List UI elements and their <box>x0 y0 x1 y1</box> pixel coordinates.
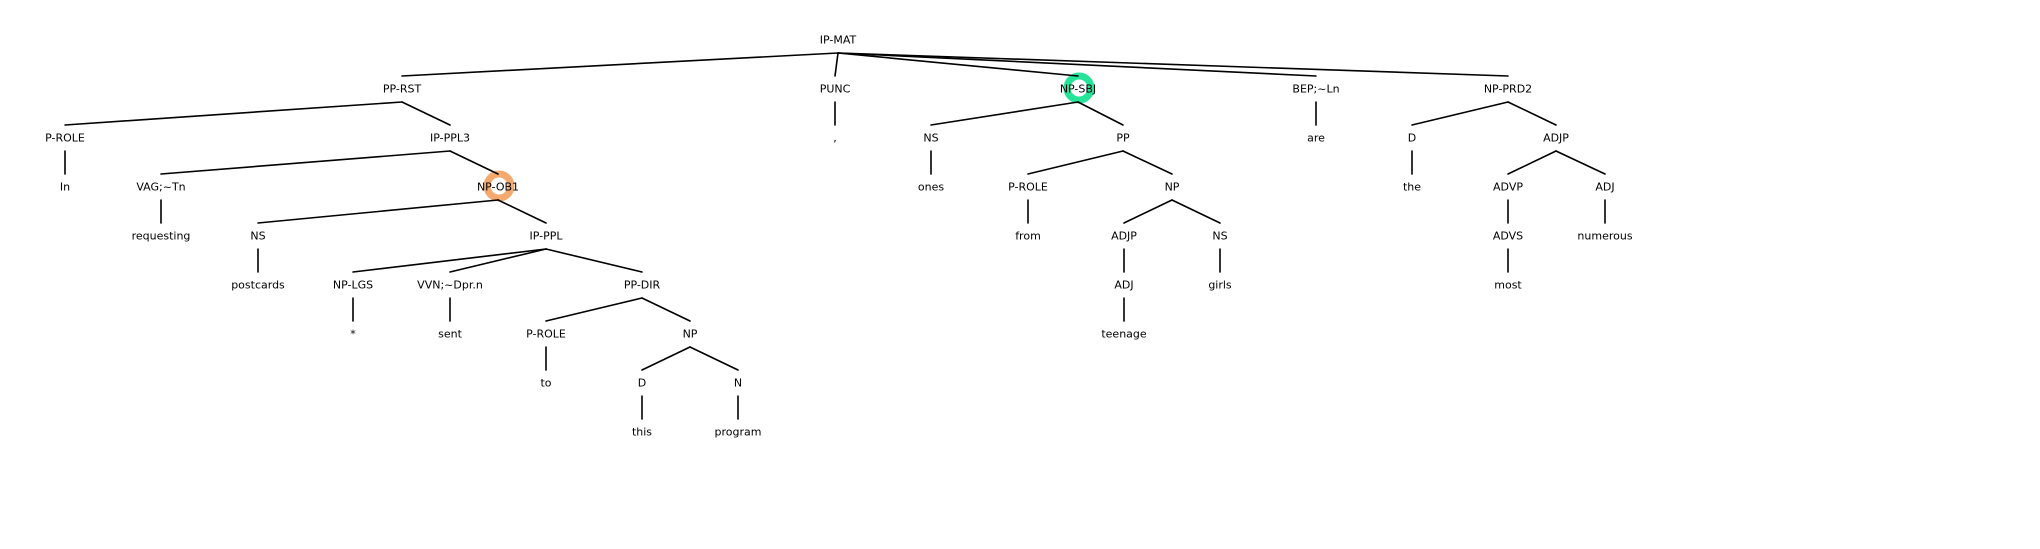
edge-ppdir-prole2 <box>545 297 643 322</box>
word-requesting: requesting <box>132 230 191 243</box>
word-numerous: numerous <box>1577 230 1632 243</box>
node-npprd2: NP-PRD2 <box>1484 83 1532 96</box>
highlight-ring-npob1 <box>483 170 515 202</box>
edge-np2-ns3 <box>1171 199 1221 224</box>
node-ns3: NS <box>1212 230 1227 243</box>
node-d1: D <box>638 377 646 390</box>
node-advs: ADVS <box>1493 230 1523 243</box>
edge-np1-d1 <box>641 346 691 371</box>
node-ns1: NS <box>250 230 265 243</box>
word-to: to <box>540 377 551 390</box>
word-from: from <box>1015 230 1041 243</box>
node-d2: D <box>1408 132 1416 145</box>
node-np1: NP <box>683 328 698 341</box>
node-adj1: ADJ <box>1114 279 1133 292</box>
edge-npprd2-adjp2 <box>1507 101 1557 126</box>
node-ipppl: IP-PPL <box>530 230 564 243</box>
edge-pp1-prole3 <box>1027 150 1124 175</box>
edge-pp1-np2 <box>1122 150 1173 175</box>
word-in: In <box>60 181 70 194</box>
edge-npsbj-ns2 <box>930 101 1079 126</box>
edge-adjp2-advp <box>1507 150 1557 175</box>
word-this: this <box>632 426 652 439</box>
word-the: the <box>1403 181 1421 194</box>
edge-ipppl-vvn <box>449 248 547 273</box>
label-layer: IP-MAT PP-RST PUNC NP-SBJ BEP;~Ln NP-PRD2P-RO… <box>45 34 1633 439</box>
node-vvn: VVN;~Dpr.n <box>417 279 483 292</box>
edge-pprst-prole1 <box>64 101 403 126</box>
node-adjp2: ADJP <box>1543 132 1569 145</box>
node-prole2: P-ROLE <box>526 328 566 341</box>
node-npsbj: NP-SBJ <box>1060 83 1096 96</box>
word-are: are <box>1307 132 1325 145</box>
word-star: * <box>350 328 356 341</box>
node-prole1: P-ROLE <box>45 132 85 145</box>
node-pp1: PP <box>1116 132 1130 145</box>
word-girls: girls <box>1208 279 1232 292</box>
edge-adjp2-adj2 <box>1555 150 1606 175</box>
node-vag: VAG;~Tn <box>136 181 185 194</box>
edge-npob1-ipppl <box>497 199 547 224</box>
word-comma: , <box>833 132 837 145</box>
node-n1: N <box>734 377 742 390</box>
edge-root-punc <box>834 52 839 77</box>
edge-root-npsbj <box>837 52 1079 77</box>
highlight-ring-npsbj <box>1063 72 1095 104</box>
edge-npob1-ns1 <box>257 199 499 224</box>
word-sent: sent <box>438 328 462 341</box>
word-teenage: teenage <box>1101 328 1147 341</box>
edge-ipppl3-npob1 <box>449 150 499 175</box>
edge-np2-adjp1 <box>1123 199 1173 224</box>
edge-ipppl-ppdir <box>545 248 643 273</box>
edge-ipppl3-vag <box>160 150 451 175</box>
edge-np1-n1 <box>689 346 739 371</box>
node-adjp1: ADJP <box>1111 230 1137 243</box>
node-advp: ADVP <box>1493 181 1523 194</box>
node-adj2: ADJ <box>1595 181 1614 194</box>
node-pprst: PP-RST <box>383 83 422 96</box>
edge-npprd2-d2 <box>1411 101 1509 126</box>
node-ipppl3: IP-PPL3 <box>430 132 470 145</box>
node-bep: BEP;~Ln <box>1292 83 1339 96</box>
node-prole3: P-ROLE <box>1008 181 1048 194</box>
word-postcards: postcards <box>231 279 285 292</box>
word-most: most <box>1494 279 1522 292</box>
node-np2: NP <box>1165 181 1180 194</box>
edge-layer <box>64 52 1606 420</box>
node-ns2: NS <box>923 132 938 145</box>
node-nplgs: NP-LGS <box>333 279 373 292</box>
edge-ppdir-np1 <box>641 297 691 322</box>
word-ones: ones <box>918 181 944 194</box>
edge-root-pprst <box>401 52 839 77</box>
edge-ipppl-nplgs <box>352 248 547 273</box>
node-npob1: NP-OB1 <box>477 181 519 194</box>
edge-root-npprd2 <box>837 52 1509 77</box>
word-program: program <box>715 426 762 439</box>
edge-pprst-ipppl3 <box>401 101 451 126</box>
highlight-layer <box>483 72 1095 202</box>
edge-root-bep <box>837 52 1317 77</box>
node-punc: PUNC <box>820 83 851 96</box>
node-ppdir: PP-DIR <box>624 279 661 292</box>
node-root: IP-MAT <box>820 34 857 47</box>
edge-npsbj-pp1 <box>1077 101 1124 126</box>
